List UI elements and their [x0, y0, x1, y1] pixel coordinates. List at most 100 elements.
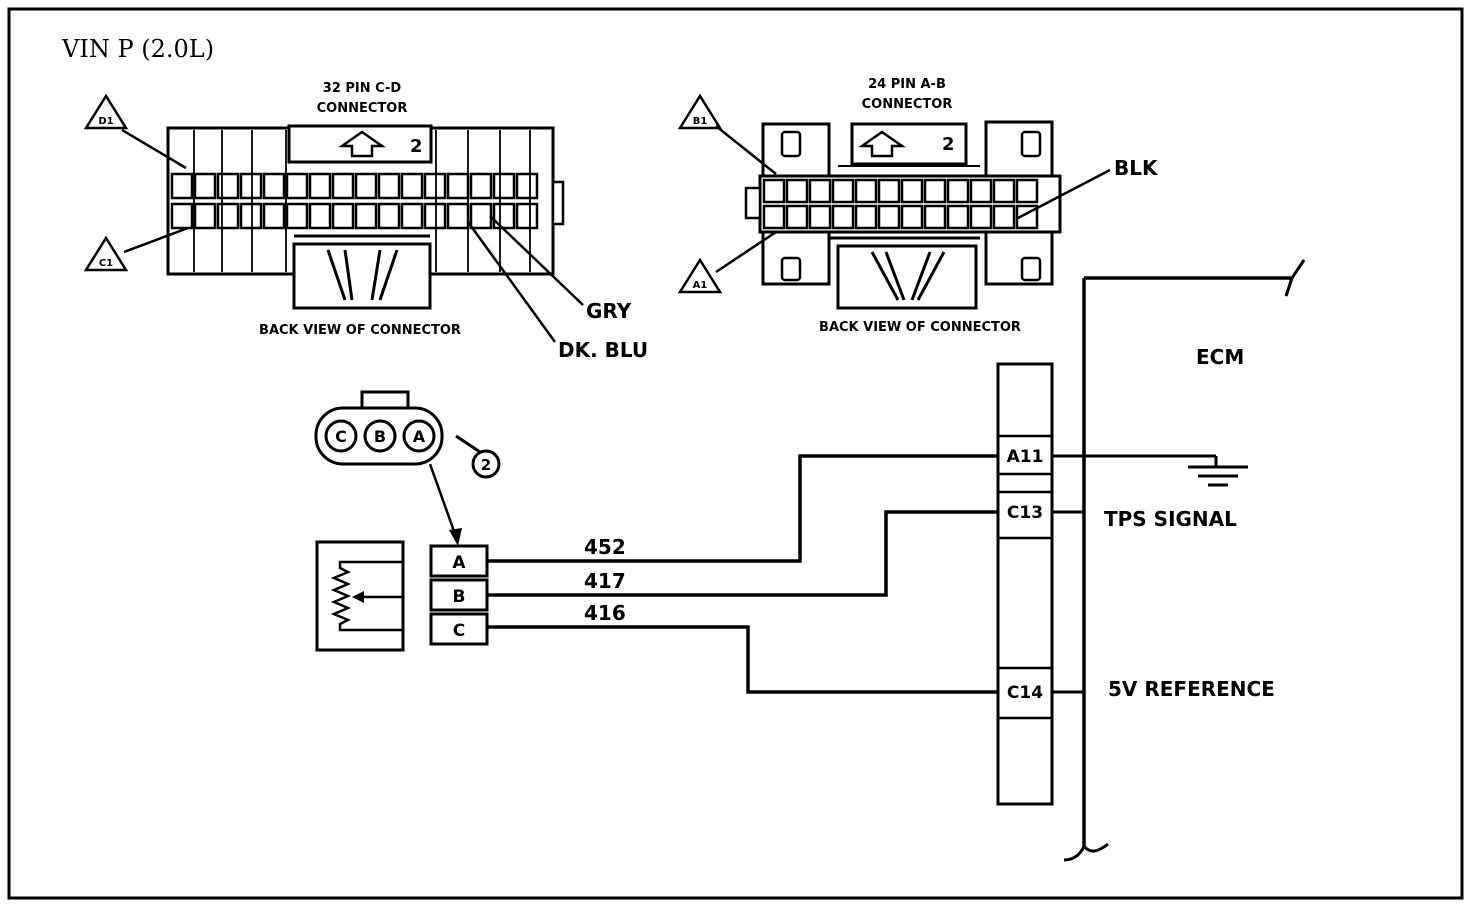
connector-24-arrow-icon	[858, 130, 906, 158]
sensor-callout-2: 2	[481, 456, 491, 474]
connector-24-cavity	[831, 178, 855, 204]
connector-32-cavity	[193, 172, 217, 200]
ecm-label: ECM	[1196, 345, 1244, 369]
connector-24-cavity	[854, 178, 878, 204]
connector-32-cavity	[193, 202, 217, 230]
ecm-connector-strip	[996, 362, 1054, 806]
wire-416	[487, 625, 1000, 694]
connector-32-cavity	[331, 172, 355, 200]
connector-24-cavity	[1015, 178, 1039, 204]
sensor-pin-c: C	[335, 427, 347, 446]
connector-24-cavity	[808, 204, 832, 230]
sensor-pin-b: B	[374, 427, 386, 446]
connector-24-cavity	[854, 204, 878, 230]
ecm-signal-tps: TPS SIGNAL	[1104, 507, 1237, 531]
connector-32-cavity	[285, 172, 309, 200]
circuit-label-416: 416	[584, 601, 626, 625]
connector-24-pin: 24 PIN A-B CONNECTOR 2 B1 A1	[677, 77, 1159, 335]
connector-32-cavity	[446, 202, 470, 230]
svg-text:D1: D1	[98, 116, 113, 127]
connector-24-title-line2: CONNECTOR	[862, 97, 953, 112]
connector-24-cavity	[900, 178, 924, 204]
svg-text:B: B	[453, 587, 466, 607]
sensor-terminal-c	[429, 612, 489, 646]
connector-32-cavity	[377, 202, 401, 230]
connector-32-cavity	[377, 172, 401, 200]
ecm-boundary	[1082, 276, 1292, 846]
connector-32-cavity	[331, 202, 355, 230]
sensor-pin-a: A	[413, 427, 426, 446]
connector-24-cavity	[923, 178, 947, 204]
connector-24-release	[836, 244, 978, 310]
connector-24-cavity	[831, 204, 855, 230]
connector-32-cavity	[423, 172, 447, 200]
wire-label-gry: GRY	[586, 299, 632, 323]
connector-32-back-view-label: BACK VIEW OF CONNECTOR	[259, 323, 461, 338]
svg-text:A1: A1	[693, 280, 708, 291]
wire-label-blk: BLK	[1114, 156, 1159, 180]
connector-32-cavity	[423, 202, 447, 230]
connector-32-title-line2: CONNECTOR	[317, 101, 408, 116]
connector-24-cavity	[877, 178, 901, 204]
sensor-connector-face: C B A 2	[314, 390, 501, 546]
connector-24-cavity	[877, 204, 901, 230]
connector-32-cavity	[400, 172, 424, 200]
diagram-title: VIN P (2.0L)	[61, 35, 214, 63]
connector-32-cavity	[239, 172, 263, 200]
connector-32-cavity	[469, 202, 493, 230]
circuit-wires	[487, 454, 1000, 694]
ecm-signal-5v-reference: 5V REFERENCE	[1108, 677, 1275, 701]
callout-b1: B1	[677, 93, 777, 175]
svg-text:C1: C1	[99, 258, 113, 269]
connector-32-release	[292, 242, 432, 310]
connector-32-cavity	[354, 202, 378, 230]
ecm-pin-c14: C14	[1007, 683, 1043, 703]
wire-label-dk-blu: DK. BLU	[558, 338, 648, 362]
connector-32-cavity	[239, 202, 263, 230]
svg-text:2: 2	[942, 134, 955, 155]
ecm-pin-c13: C13	[1007, 503, 1043, 523]
connector-24-cavity	[785, 178, 809, 204]
circuit-label-417: 417	[584, 569, 626, 593]
connector-24-cavity	[969, 204, 993, 230]
connector-32-cavity	[262, 172, 286, 200]
connector-32-cavity	[308, 172, 332, 200]
connector-32-pin: 32 PIN C-D CONNECTOR 2 D1 C1	[83, 81, 648, 362]
svg-text:B1: B1	[693, 116, 708, 127]
callout-d1: D1	[83, 93, 187, 170]
connector-32-cavity	[469, 172, 493, 200]
connector-32-cavity	[400, 202, 424, 230]
connector-32-cavity	[170, 172, 194, 200]
connector-32-cavity	[308, 202, 332, 230]
connector-32-cavity	[515, 202, 539, 230]
svg-text:C: C	[453, 621, 465, 641]
tps-sensor: A B C	[315, 540, 489, 652]
ecm-module: A11 C13 C14 ECM TPS SIGNAL 5V REFERENCE	[996, 259, 1306, 862]
connector-24-back-view-label: BACK VIEW OF CONNECTOR	[819, 320, 1021, 335]
connector-32-latch-mark: 2	[410, 136, 423, 157]
connector-32-cavity	[492, 172, 516, 200]
connector-24-cavity	[992, 204, 1016, 230]
leader-arrow-icon	[449, 528, 462, 546]
wire-452	[487, 454, 1000, 563]
connector-32-cavity	[446, 172, 470, 200]
connector-24-cavity	[923, 204, 947, 230]
potentiometer-icon	[330, 560, 403, 632]
connector-32-cavity	[170, 202, 194, 230]
connector-32-cavity	[216, 202, 240, 230]
connector-32-arrow-icon	[338, 130, 386, 158]
connector-24-cavity	[946, 204, 970, 230]
connector-24-cavity	[946, 178, 970, 204]
connector-24-title-line1: 24 PIN A-B	[868, 77, 946, 92]
wire-417	[487, 510, 1000, 597]
connector-32-cavity	[515, 172, 539, 200]
connector-24-cavity	[900, 204, 924, 230]
ecm-pin-a11: A11	[1007, 447, 1044, 467]
callout-c1: C1	[83, 226, 189, 272]
connector-24-cavity	[969, 178, 993, 204]
connector-24-cavity	[808, 178, 832, 204]
callout-a1: A1	[677, 230, 777, 294]
diagram-frame	[7, 7, 1464, 900]
svg-text:A: A	[452, 553, 466, 573]
